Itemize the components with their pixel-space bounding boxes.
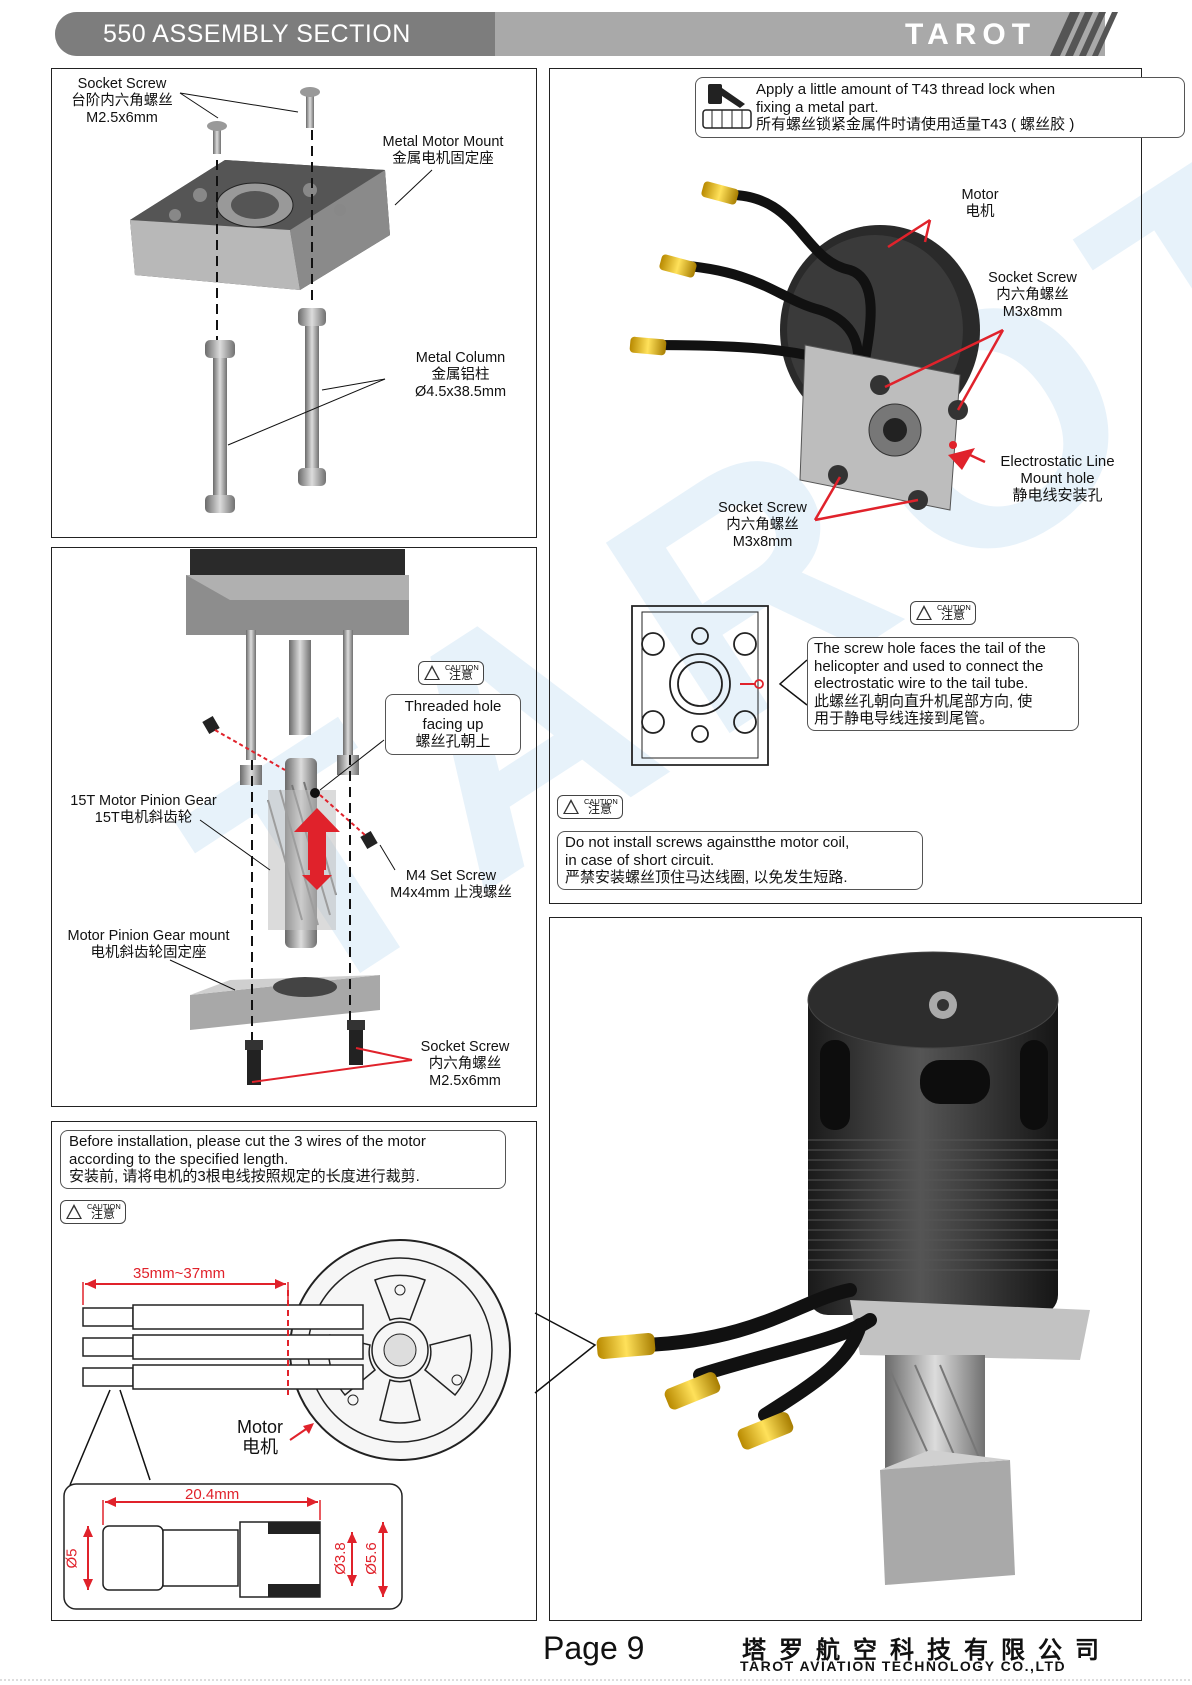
company-name-en: TAROT AVIATION TECHNOLOGY CO.,LTD [740, 1658, 1067, 1674]
pinion-gear-label: 15T Motor Pinion Gear 15T电机斜齿轮 [70, 793, 217, 826]
warning-icon [563, 799, 579, 814]
pinion-gear-drawing [169, 549, 413, 1085]
caution-badge-wires: CAUTION 注意 [60, 1200, 126, 1224]
mount-top-view [631, 605, 769, 766]
assembled-motor-drawing [534, 951, 1090, 1585]
set-screw-label: M4 Set Screw M4x4mm 止洩螺丝 [390, 868, 512, 901]
warning-icon [66, 1204, 82, 1219]
warning-icon [424, 665, 440, 680]
panel-wire-cut [51, 1121, 537, 1621]
caution-badge-coil: CAUTION 注意 [557, 795, 623, 819]
caution-badge: CAUTION 注意 [418, 661, 484, 685]
gear-mount-label: Motor Pinion Gear mount 电机斜齿轮固定座 [67, 928, 230, 961]
motor-mount-drawing [130, 87, 433, 513]
electrostatic-label: Electrostatic Line Mount hole 静电线安装孔 [1000, 453, 1115, 504]
socket-screw-bottom-label: Socket Screw 内六角螺丝 M3x8mm [718, 500, 807, 550]
header-bar-dark [55, 12, 495, 56]
connector-length-dimension: 20.4mm [185, 1486, 240, 1503]
motor-label-top: Motor 电机 [961, 187, 999, 220]
diameter-5-dimension: Ø5 [63, 1548, 81, 1569]
socket-screw-label: Socket Screw 台阶内六角螺丝 M2.5x6mm [71, 76, 173, 126]
diameter-5-6-dimension: Ø5.6 [362, 1542, 380, 1575]
brand-logo: TAROT [905, 18, 1037, 51]
threaded-hole-note: Threaded hole facing up 螺丝孔朝上 [385, 694, 521, 755]
panel-assembled [549, 917, 1142, 1621]
coil-warning-note: Do not install screws againstthe motor c… [557, 831, 923, 890]
motor-screws-drawing [629, 181, 1005, 766]
diameter-3-8-dimension: Ø3.8 [331, 1542, 349, 1575]
panel-motor-screws [549, 68, 1142, 904]
page-number: Page 9 [543, 1630, 645, 1666]
screw-hole-note: The screw hole faces the tail of the hel… [807, 637, 1079, 731]
panel-motor-mount [51, 68, 537, 538]
warning-icon [916, 605, 932, 620]
wire-cut-drawing [63, 1239, 511, 1610]
bottom-socket-screw-label: Socket Screw 内六角螺丝 M2.5x6mm [420, 1039, 510, 1089]
thread-lock-note: Apply a little amount of T43 thread lock… [695, 77, 1185, 138]
panel-pinion-gear [51, 547, 537, 1107]
motor-label-bottom: Motor 电机 [236, 1417, 283, 1457]
wire-length-dimension: 35mm~37mm [133, 1265, 226, 1282]
header-stripes [1050, 12, 1118, 56]
section-title: 550 ASSEMBLY SECTION [103, 20, 411, 48]
company-name-cn: 塔罗航空科技有限公司 [742, 1637, 1112, 1664]
caution-badge-screw-hole: CAUTION 注意 [910, 601, 976, 625]
metal-column-label: Metal Column 金属铝柱 Ø4.5x38.5mm [414, 350, 507, 400]
socket-screw-top-label: Socket Screw 内六角螺丝 M3x8mm [988, 270, 1077, 320]
metal-motor-mount-label: Metal Motor Mount 金属电机固定座 [382, 134, 504, 167]
wire-cut-note: Before installation, please cut the 3 wi… [60, 1130, 506, 1189]
